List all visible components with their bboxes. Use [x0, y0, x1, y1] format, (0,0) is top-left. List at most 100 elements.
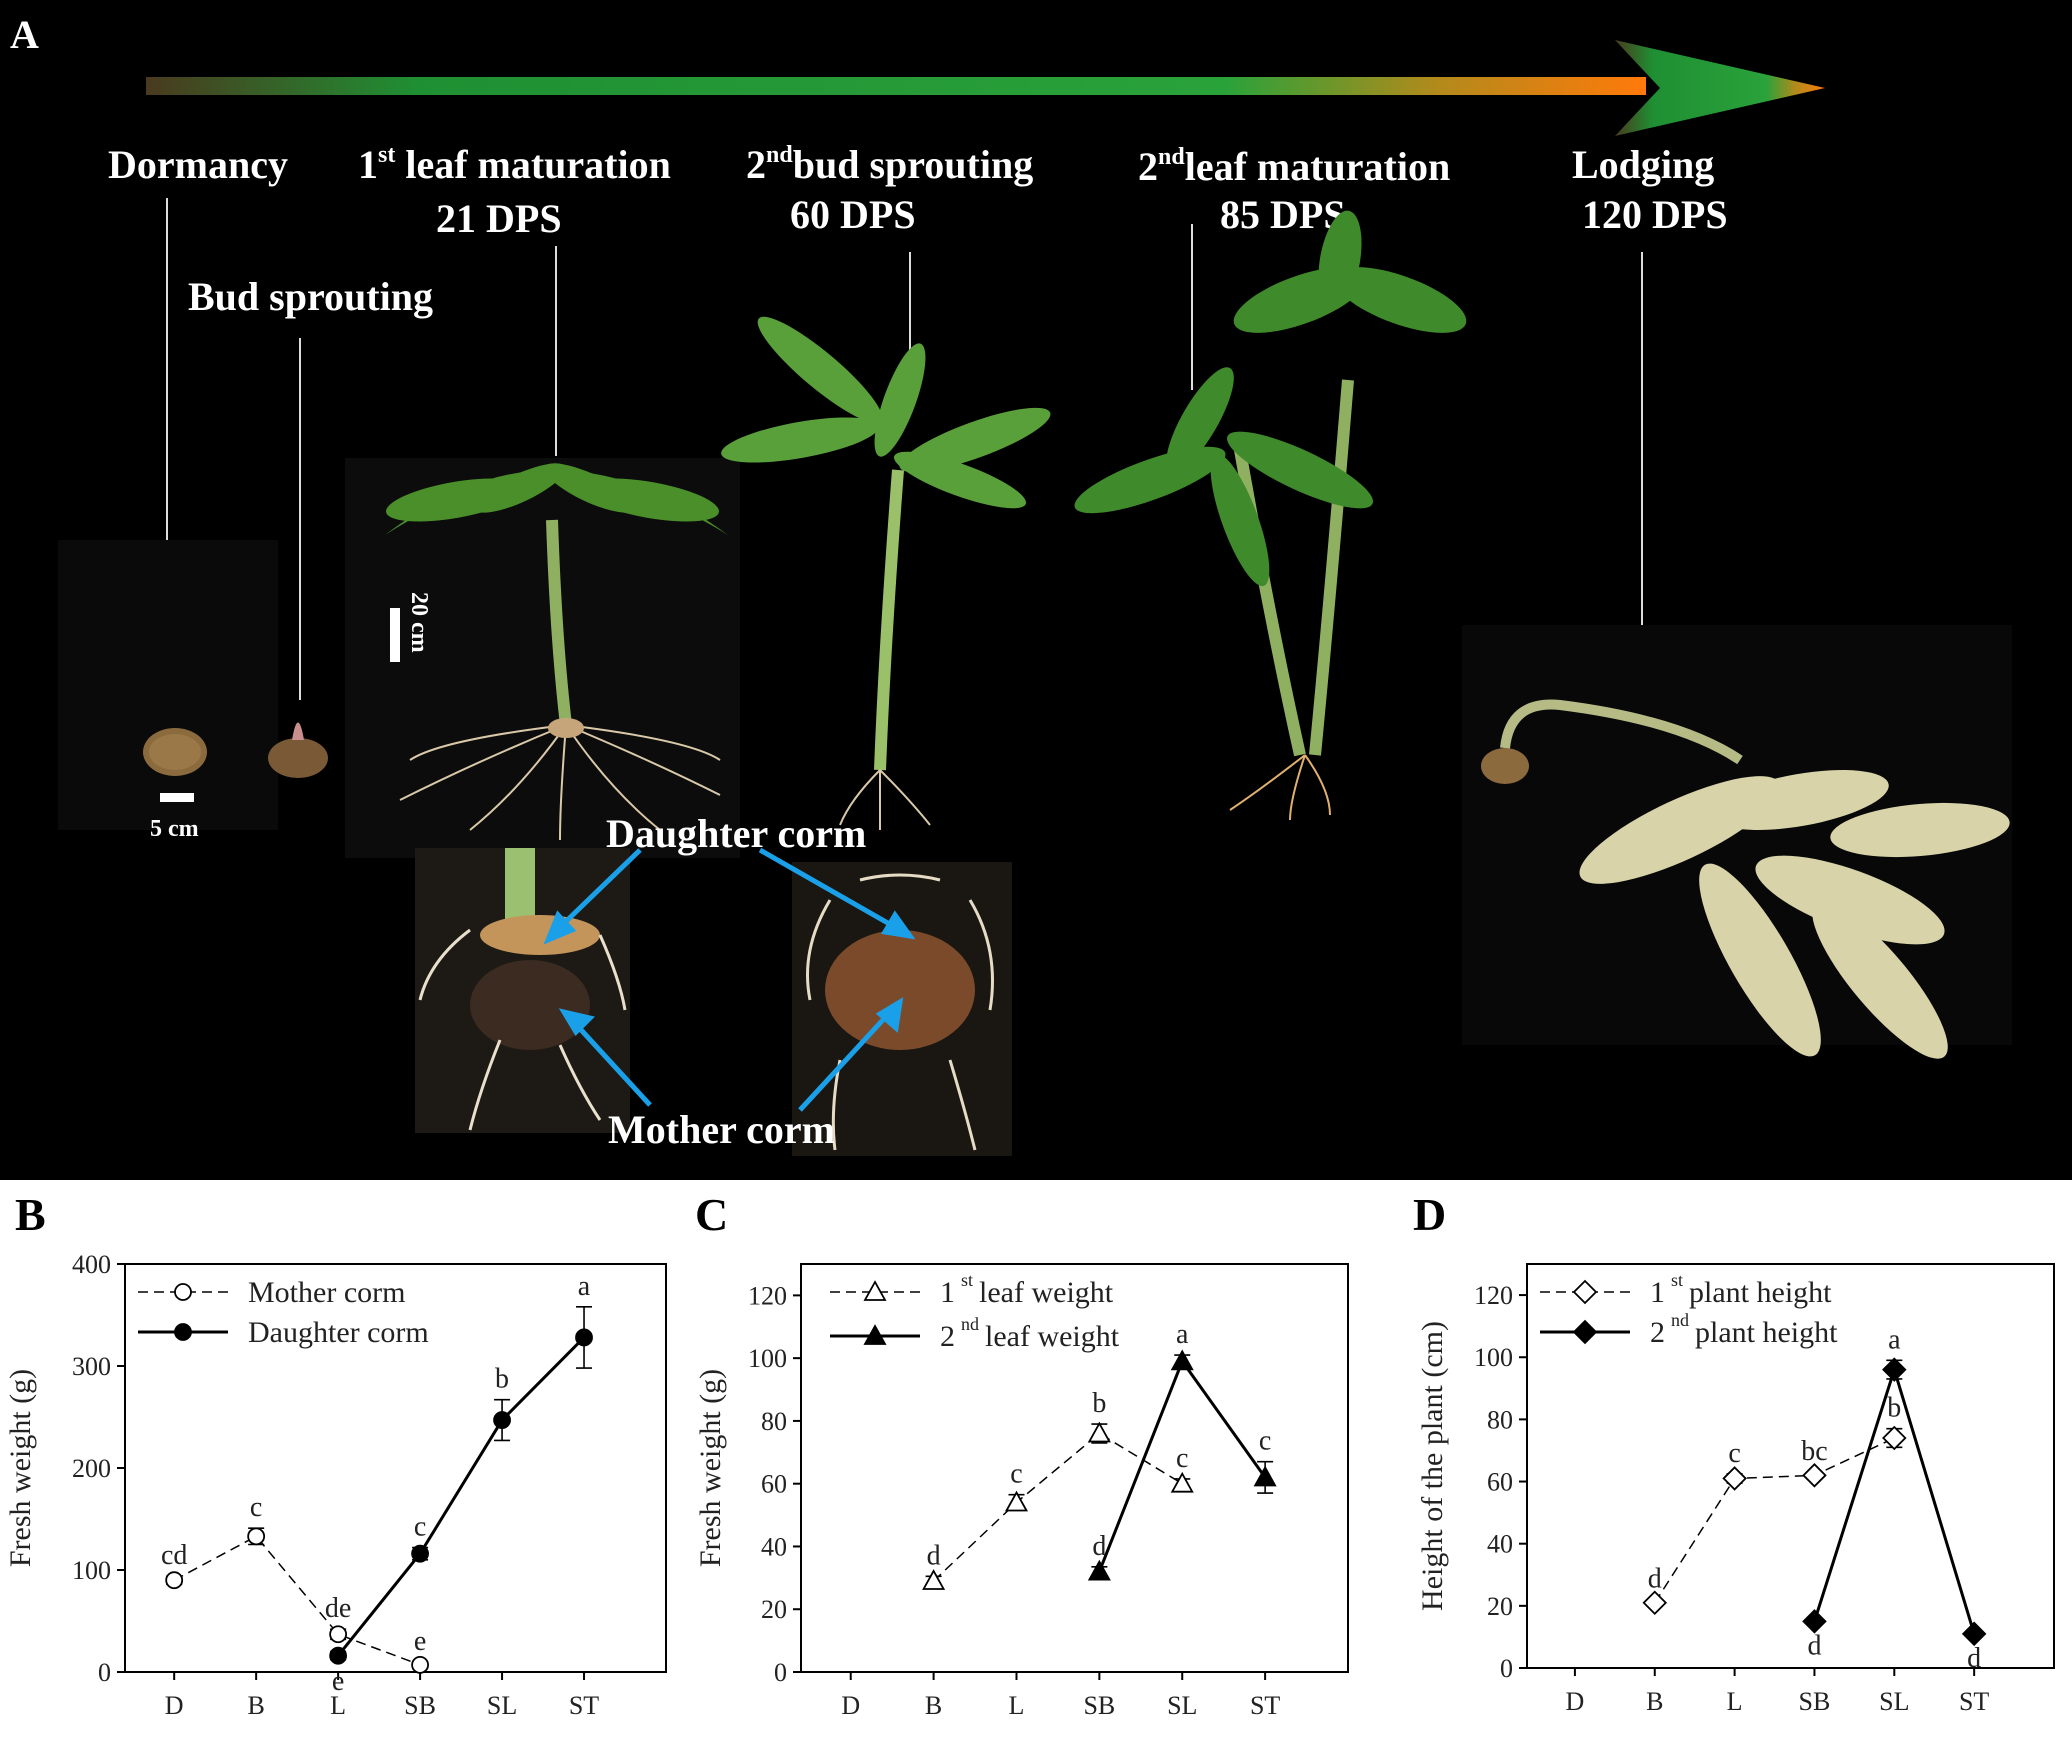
data-point [1253, 1465, 1277, 1487]
x-tick-label: B [925, 1691, 942, 1720]
x-tick-label: SB [404, 1691, 436, 1720]
panel-letter: B [15, 1189, 46, 1240]
legend-label-sup: nd [1671, 1310, 1689, 1330]
y-tick-label: 100 [72, 1556, 111, 1585]
x-tick-label: D [1566, 1687, 1585, 1716]
y-tick-label: 100 [1474, 1343, 1513, 1372]
plant-second-bud [721, 316, 1051, 830]
legend-label: 2 nd leaf weight [940, 1314, 1120, 1353]
legend-label-tail: plant height [1689, 1276, 1832, 1309]
legend-label: Daughter corm [248, 1316, 429, 1349]
legend-label-sup: st [961, 1270, 973, 1290]
series-line [1654, 1437, 1895, 1604]
scale-label-5cm: 5 cm [150, 816, 199, 842]
series-1: dad [1802, 1324, 1987, 1674]
dormant-corm [143, 728, 207, 776]
callout-mother-corm: Mother corm [608, 1107, 835, 1152]
scale-bar-20cm [390, 608, 400, 662]
inset-left-content [418, 848, 627, 1131]
legend-label-sup: nd [961, 1314, 979, 1334]
y-tick-label: 0 [98, 1658, 111, 1687]
significance-letter: c [250, 1492, 262, 1523]
x-tick-label: SB [1083, 1691, 1115, 1720]
significance-letter: de [325, 1593, 351, 1624]
x-tick-label: SL [487, 1691, 517, 1720]
data-point [922, 1569, 946, 1590]
y-tick-label: 400 [72, 1250, 111, 1279]
data-point [1004, 1490, 1029, 1512]
significance-letter: d [1648, 1564, 1662, 1595]
timeline-arrow [146, 40, 1825, 136]
significance-letter: c [1010, 1459, 1022, 1490]
legend-label: Mother corm [248, 1276, 405, 1309]
significance-letter: c [1728, 1438, 1740, 1469]
stage-label-bud-sprouting: Bud sprouting [188, 274, 433, 319]
stage-label-lodging: Lodging [1572, 142, 1714, 187]
x-tick-label: SL [1879, 1687, 1909, 1716]
callout-arrows [543, 847, 916, 1112]
y-tick-label: 100 [748, 1344, 787, 1373]
legend-label-tail: leaf weight [985, 1320, 1120, 1353]
panel-a: A Dormancy Bud sprouting 1st leaf matura… [0, 0, 2072, 1180]
y-axis-label: Fresh weight (g) [694, 1369, 727, 1567]
y-tick-label: 300 [72, 1352, 111, 1381]
x-tick-label: ST [1250, 1691, 1280, 1720]
significance-letter: bc [1801, 1436, 1827, 1467]
panel-letter: D [1413, 1189, 1446, 1240]
y-tick-label: 200 [72, 1454, 111, 1483]
scale-bar-5cm [160, 793, 194, 802]
y-tick-label: 20 [1487, 1592, 1513, 1621]
plot-frame [800, 1263, 1349, 1673]
series-line [336, 1336, 586, 1657]
y-tick-label: 40 [1487, 1530, 1513, 1559]
stage-label-second-bud: 2ndbud sprouting [746, 142, 1033, 187]
x-tick-label: L [1727, 1687, 1743, 1716]
panel-a-illustration: A Dormancy Bud sprouting 1st leaf matura… [10, 12, 2010, 1156]
data-point [247, 1527, 266, 1546]
stage-label-first-leaf: 1st leaf maturation [358, 142, 671, 187]
significance-letter: a [1176, 1319, 1189, 1350]
y-tick-label: 80 [761, 1407, 787, 1436]
legend-label-main: Mother corm [248, 1276, 405, 1309]
data-point [411, 1544, 429, 1563]
x-tick-label: SB [1799, 1687, 1831, 1716]
significance-letter: a [578, 1271, 591, 1302]
x-tick-label: L [330, 1691, 346, 1720]
data-point [1882, 1425, 1907, 1451]
scale-label-20cm: 20 cm [406, 592, 432, 653]
y-axis-label: Height of the plant (cm) [1416, 1321, 1449, 1611]
data-point [575, 1328, 593, 1347]
significance-letter: d [1092, 1531, 1106, 1562]
legend-label-sup: st [1671, 1270, 1683, 1290]
legend-label-main: 2 [940, 1320, 955, 1353]
stage-dps-60: 60 DPS [790, 192, 916, 237]
data-point [1961, 1621, 1987, 1647]
legend-marker [1572, 1319, 1598, 1345]
data-point [1802, 1463, 1827, 1488]
photo-dormancy-bg [58, 540, 278, 830]
legend-label-tail: plant height [1695, 1316, 1838, 1349]
significance-letter: a [1888, 1324, 1901, 1355]
data-point [329, 1646, 348, 1665]
plant-second-leaf [1074, 210, 1467, 821]
significance-letter: b [495, 1364, 509, 1395]
y-tick-label: 80 [1487, 1405, 1513, 1434]
legend-label-main: Daughter corm [248, 1316, 429, 1349]
data-point [411, 1655, 429, 1674]
series-line [933, 1432, 1183, 1582]
callout-daughter-corm: Daughter corm [606, 811, 866, 856]
data-point [1087, 1421, 1111, 1443]
data-point [1170, 1471, 1194, 1493]
series-line [173, 1535, 421, 1666]
plant-lodging [1481, 699, 2010, 1059]
x-tick-label: B [1646, 1687, 1663, 1716]
